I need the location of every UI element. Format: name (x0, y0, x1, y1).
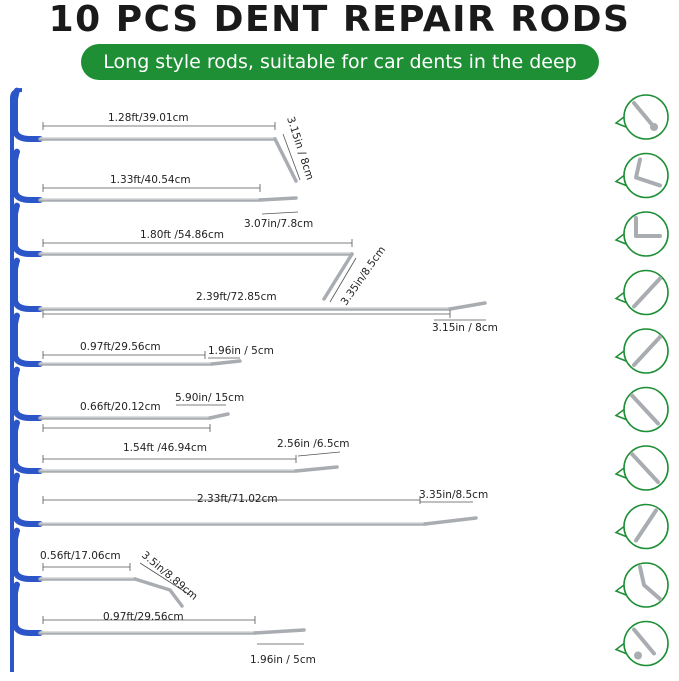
rod-tip-label: 1.96in / 5cm (208, 345, 274, 357)
rod-handle (12, 527, 43, 582)
subtitle-banner: Long style rods, suitable for car dents … (81, 44, 599, 80)
tip-shape (630, 393, 660, 426)
tip-dimension-line (139, 562, 191, 596)
tip-bubble (623, 152, 669, 199)
tip-shape (634, 508, 658, 543)
tip-dimension-line (329, 257, 357, 303)
rod-tip (322, 252, 354, 301)
rod-tip (448, 301, 487, 311)
ball-tip-icon (614, 620, 669, 667)
tip-shape (632, 627, 656, 656)
rod-handle (12, 312, 43, 367)
tip-shape (634, 157, 662, 188)
rod-tip-label: 2.56in /6.5cm (277, 438, 350, 450)
pointed-tip-icon (614, 503, 669, 550)
rod-handle (12, 148, 43, 203)
tip-dimension-line (261, 211, 299, 215)
tip-shape (632, 101, 656, 129)
rod-tip-label: 3.07in/7.8cm (244, 218, 313, 230)
tip-ball (650, 123, 658, 131)
rod-tip-label: 3.5in/8.89cm (139, 549, 200, 603)
bent-tip-icon (614, 562, 669, 608)
handle-rail-top (10, 88, 23, 99)
tip-ball (634, 651, 642, 660)
flat-hook-tip-icon (614, 211, 669, 257)
rods-group: 1.28ft/39.01cm 3.15in / 8cm 1.33ft/40.54cm… (10, 87, 498, 672)
tip-dimension-line (282, 133, 301, 181)
rod-length-label: 0.97ft/29.56cm (103, 611, 184, 623)
rod-handle (12, 472, 43, 527)
tip-shape (634, 216, 662, 238)
straight-tip-icon (614, 328, 669, 374)
rod-tip (423, 516, 478, 526)
rod-handle (12, 419, 43, 474)
angled-tip-icon (614, 445, 669, 491)
rod-length-label: 1.28ft/39.01cm (108, 112, 189, 124)
rod-tip-label: 3.35in/8.5cm (419, 489, 488, 501)
rod-length-label: 1.33ft/40.54cm (110, 174, 191, 186)
ball-tip-icon (614, 94, 669, 140)
rod-length-label: 1.54ft /46.94cm (123, 442, 207, 454)
rod-length-label: 0.97ft/29.56cm (80, 341, 161, 353)
hook-tip-icon (614, 152, 669, 199)
rod-tip (210, 359, 242, 366)
tip-shape (632, 335, 662, 367)
rod-tip-label: 1.96in / 5cm (250, 654, 316, 666)
rod-handle (12, 581, 43, 636)
rod-tip (258, 196, 298, 202)
rod-length-label: 0.66ft/20.12cm (80, 401, 161, 413)
tip-dimension-line (297, 451, 341, 457)
rod-handle (12, 87, 43, 142)
rod-length-label: 2.39ft/72.85cm (196, 291, 277, 303)
rod-tip (253, 628, 306, 635)
tip-icons-group (614, 94, 669, 667)
tip-shape (638, 565, 662, 601)
angled-tip-icon (614, 386, 669, 433)
rod-tip (273, 137, 298, 183)
rod-tip-label: 3.15in / 8cm (432, 322, 498, 334)
tip-shape (630, 452, 660, 484)
tip-shape (632, 276, 662, 309)
page-title: 10 PCS DENT REPAIR RODS (48, 0, 631, 40)
rod-tip (294, 465, 339, 473)
rod-tip (208, 412, 230, 420)
rod-tip-label: 3.15in / 8cm (284, 115, 316, 181)
rod-length-label: 2.33ft/71.02cm (197, 493, 278, 505)
rod-handle (12, 257, 43, 312)
rod-tip-label: 5.90in/ 15cm (175, 392, 244, 404)
rod-tip (133, 577, 184, 608)
rod-length-label: 0.56ft/17.06cm (40, 550, 121, 562)
rod-handle (12, 202, 43, 257)
rod-handle (12, 366, 43, 421)
rod-length-label: 1.80ft /54.86cm (140, 229, 224, 241)
straight-tip-icon (614, 269, 669, 316)
